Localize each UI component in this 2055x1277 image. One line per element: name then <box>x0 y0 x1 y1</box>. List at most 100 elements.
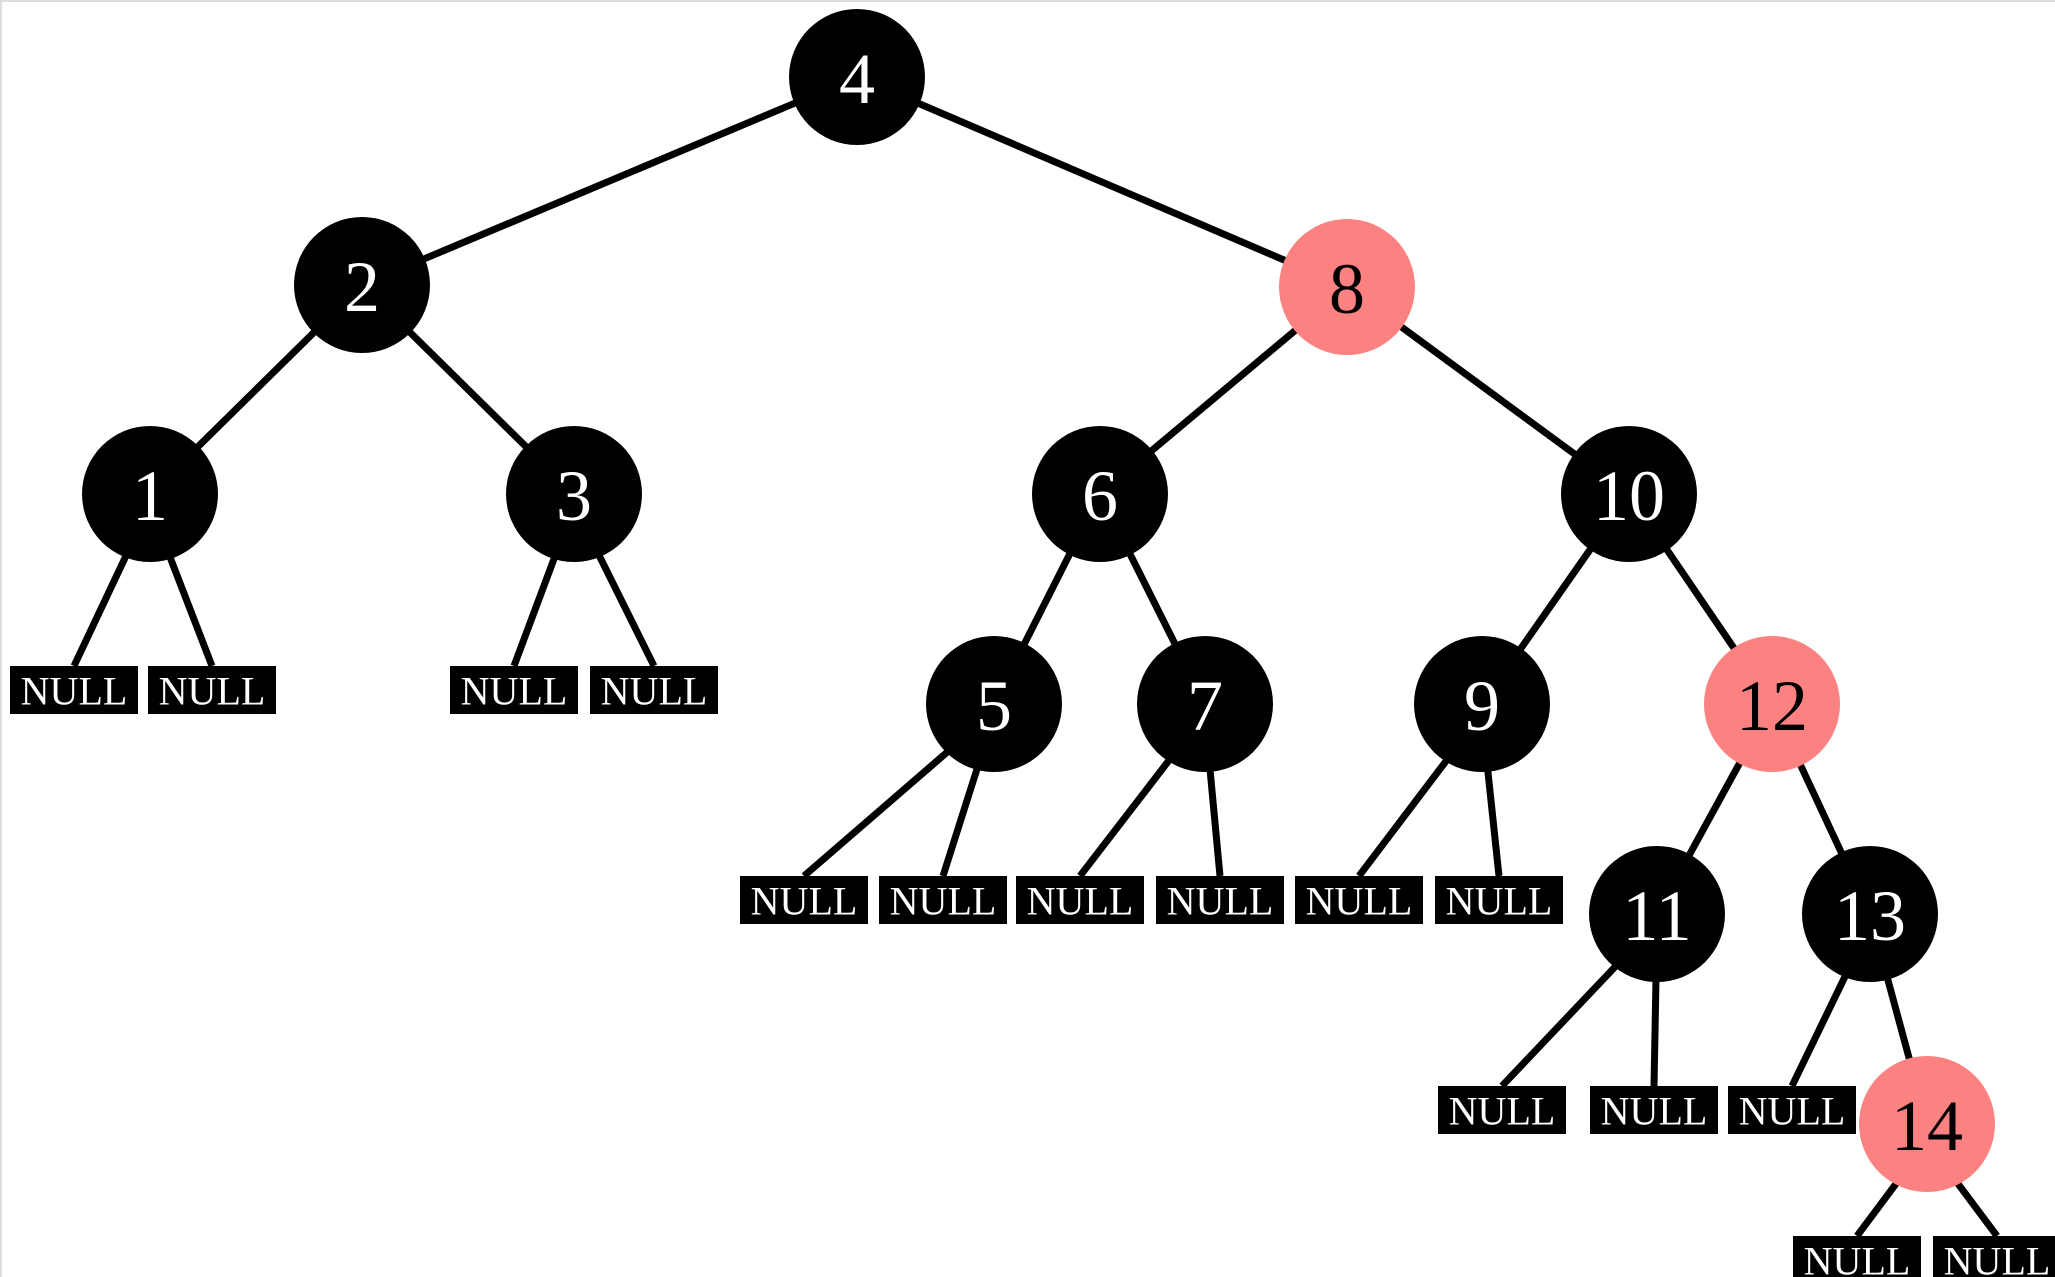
tree-edge <box>1148 326 1299 455</box>
node-label: 13 <box>1834 876 1906 956</box>
node-circle-red[interactable] <box>1279 219 1415 355</box>
node-label: 9 <box>1464 666 1500 746</box>
null-leaf-box <box>10 666 138 714</box>
null-leaf-label: NULL <box>1306 879 1413 924</box>
null-leaf-box <box>1728 1086 1856 1134</box>
null-leaf: NULL <box>450 666 578 714</box>
null-leaf: NULL <box>1435 876 1563 924</box>
tree-edge <box>1796 762 1846 856</box>
node-circle-black[interactable] <box>1414 636 1550 772</box>
tree-edge <box>1484 769 1503 877</box>
tree-edge <box>916 99 1288 265</box>
null-leaf: NULL <box>10 666 138 714</box>
node-circle-black[interactable] <box>1032 426 1168 562</box>
tree-node-2[interactable]: 2 <box>294 217 430 353</box>
null-leaf-box <box>450 666 578 714</box>
node-label: 5 <box>976 666 1012 746</box>
node-label: 4 <box>839 39 875 119</box>
tree-node-3[interactable]: 3 <box>506 426 642 562</box>
tree-node-5[interactable]: 5 <box>926 636 1062 772</box>
null-leaf-box <box>1016 876 1144 924</box>
null-leaf-label: NULL <box>159 669 266 714</box>
null-leaf: NULL <box>1728 1086 1856 1134</box>
null-leaf: NULL <box>1438 1086 1566 1134</box>
null-leaf-label: NULL <box>890 879 997 924</box>
tree-node-9[interactable]: 9 <box>1414 636 1550 772</box>
tree-node-1[interactable]: 1 <box>82 426 218 562</box>
node-label: 3 <box>556 456 592 536</box>
tree-edge <box>939 766 981 878</box>
edges-layer <box>70 99 2000 1239</box>
tree-edge <box>1126 551 1179 647</box>
tree-node-4[interactable]: 4 <box>789 9 925 145</box>
null-leaf-box <box>1438 1086 1566 1134</box>
tree-edge <box>1954 1180 2000 1239</box>
tree-edge <box>1663 546 1738 652</box>
node-label: 2 <box>344 247 380 327</box>
node-label: 11 <box>1622 876 1691 956</box>
null-leaf-label: NULL <box>1446 879 1553 924</box>
node-label: 12 <box>1736 666 1808 746</box>
null-leaf-box <box>148 666 276 714</box>
node-circle-black[interactable] <box>926 636 1062 772</box>
tree-edge <box>421 99 798 263</box>
tree-node-11[interactable]: 11 <box>1589 846 1725 982</box>
tree-edge <box>801 748 951 879</box>
tree-edge <box>1650 979 1660 1087</box>
node-circle-black[interactable] <box>82 426 218 562</box>
node-circle-red[interactable] <box>1859 1056 1995 1192</box>
tree-edge <box>595 553 658 668</box>
tree-edge <box>1788 973 1849 1088</box>
tree-edge <box>406 328 530 451</box>
null-leaf-box <box>1793 1236 1921 1277</box>
null-leaf-box <box>1435 876 1563 924</box>
null-leaf: NULL <box>148 666 276 714</box>
tree-edge <box>1206 769 1224 877</box>
null-leaf-label: NULL <box>1944 1239 2051 1277</box>
tree-edge <box>1020 551 1074 647</box>
node-label: 6 <box>1082 456 1118 536</box>
node-circle-black[interactable] <box>789 9 925 145</box>
tree-node-10[interactable]: 10 <box>1561 426 1697 562</box>
tree-node-7[interactable]: 7 <box>1137 636 1273 772</box>
tree-edge <box>1398 323 1578 458</box>
tree-edge <box>1883 976 1914 1062</box>
tree-edge <box>1685 760 1744 858</box>
null-leaf: NULL <box>879 876 1007 924</box>
null-leaf: NULL <box>740 876 868 924</box>
null-leaf-label: NULL <box>1739 1089 1846 1134</box>
node-circle-black[interactable] <box>1137 636 1273 772</box>
tree-node-6[interactable]: 6 <box>1032 426 1168 562</box>
null-leaf-box <box>1156 876 1284 924</box>
null-leaf: NULL <box>1156 876 1284 924</box>
tree-edge <box>1516 546 1595 652</box>
null-leaf: NULL <box>590 666 718 714</box>
node-circle-black[interactable] <box>1802 846 1938 982</box>
null-leaf-box <box>879 876 1007 924</box>
node-circle-red[interactable] <box>1704 636 1840 772</box>
null-leaf: NULL <box>1295 876 1423 924</box>
tree-edge <box>1077 757 1173 879</box>
node-label: 1 <box>132 456 168 536</box>
node-label: 14 <box>1891 1086 1963 1166</box>
tree-node-13[interactable]: 13 <box>1802 846 1938 982</box>
null-leaf-label: NULL <box>751 879 858 924</box>
tree-node-12[interactable]: 12 <box>1704 636 1840 772</box>
node-circle-black[interactable] <box>294 217 430 353</box>
null-leaf: NULL <box>1590 1086 1718 1134</box>
tree-node-14[interactable]: 14 <box>1859 1056 1995 1192</box>
null-leaf-label: NULL <box>21 669 128 714</box>
tree-edge <box>194 328 318 451</box>
node-circle-black[interactable] <box>1561 426 1697 562</box>
null-leaf-box <box>740 876 868 924</box>
node-circle-black[interactable] <box>1589 846 1725 982</box>
null-leaf-label: NULL <box>1027 879 1134 924</box>
tree-node-8[interactable]: 8 <box>1279 219 1415 355</box>
tree-edge <box>1854 1180 1900 1239</box>
node-circle-black[interactable] <box>506 426 642 562</box>
tree-edge <box>166 555 216 668</box>
